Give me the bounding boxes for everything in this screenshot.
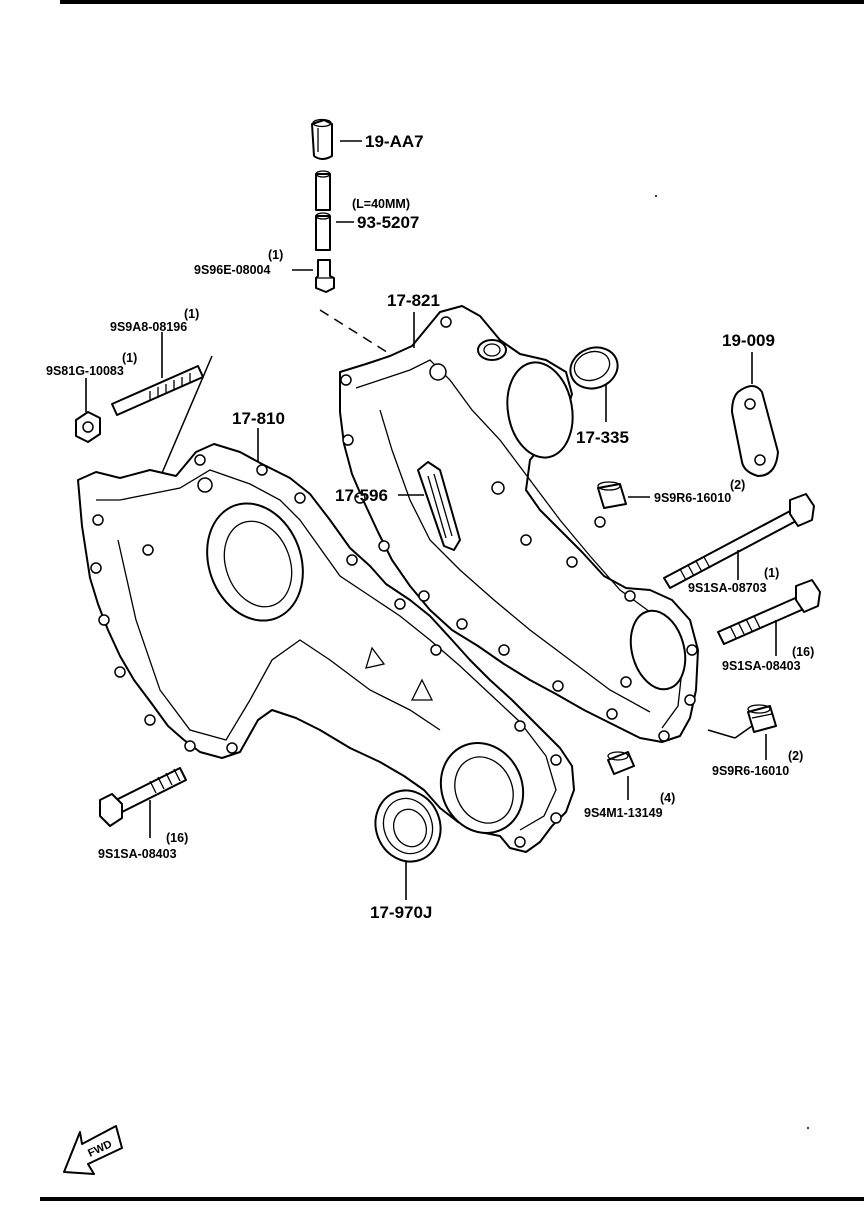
label-9s9r6-lower: 9S9R6-16010 bbox=[712, 764, 789, 778]
oil-seal-17-970j bbox=[374, 789, 442, 863]
rear-case-17-821 bbox=[339, 305, 699, 743]
label-9s1sa-08403-right-qty: (16) bbox=[792, 645, 814, 659]
plug-9s9r6-upper bbox=[597, 481, 627, 509]
plug-9s9r6-lower bbox=[747, 704, 777, 733]
label-19aa7: 19-AA7 bbox=[365, 132, 424, 151]
vent-cap-19aa7 bbox=[311, 118, 333, 160]
vent-fitting-9s96e bbox=[315, 259, 335, 293]
hose-93-5207 bbox=[315, 170, 331, 251]
label-9s9a8: 9S9A8-08196 bbox=[110, 320, 187, 334]
label-9s96e-qty: (1) bbox=[268, 248, 283, 262]
strainer-17-596 bbox=[417, 461, 461, 551]
oil-seal-17-335 bbox=[569, 346, 619, 390]
label-9s1sa-08403-right: 9S1SA-08403 bbox=[722, 659, 801, 673]
label-9s1sa-08403-left-qty: (16) bbox=[166, 831, 188, 845]
label-9s1sa-08703-qty: (1) bbox=[764, 566, 779, 580]
label-9s9r6-upper: 9S9R6-16010 bbox=[654, 491, 731, 505]
fwd-arrow-icon: FWD bbox=[63, 1125, 123, 1175]
speck-1 bbox=[655, 195, 657, 197]
label-9s96e: 9S96E-08004 bbox=[194, 263, 271, 277]
label-93-5207-note: (L=40MM) bbox=[352, 197, 410, 211]
label-9s81g-qty: (1) bbox=[122, 351, 137, 365]
label-9s9r6-upper-qty: (2) bbox=[730, 478, 745, 492]
bolt-9s1sa-08403-right bbox=[717, 579, 821, 645]
label-93-5207: 93-5207 bbox=[357, 213, 419, 232]
label-17-810: 17-810 bbox=[232, 409, 285, 428]
label-17-970j: 17-970J bbox=[370, 903, 432, 922]
label-9s1sa-08403-left: 9S1SA-08403 bbox=[98, 847, 177, 861]
label-9s4m1-qty: (4) bbox=[660, 791, 675, 805]
dowel-9s4m1 bbox=[607, 751, 635, 775]
speck-2 bbox=[807, 1127, 809, 1129]
label-9s1sa-08703: 9S1SA-08703 bbox=[688, 581, 767, 595]
plate-19-009 bbox=[731, 385, 779, 477]
label-9s81g: 9S81G-10083 bbox=[46, 364, 124, 378]
label-19-009: 19-009 bbox=[722, 331, 775, 350]
bolt-9s1sa-08403-left bbox=[99, 767, 187, 827]
nut-9s81g bbox=[75, 411, 101, 443]
label-9s9r6-lower-qty: (2) bbox=[788, 749, 803, 763]
label-17-821: 17-821 bbox=[387, 291, 440, 310]
front-case-17-810 bbox=[77, 443, 575, 853]
label-17-596: 17-596 bbox=[335, 486, 388, 505]
label-9s4m1: 9S4M1-13149 bbox=[584, 806, 663, 820]
label-17-335: 17-335 bbox=[576, 428, 629, 447]
bolt-9s1sa-08703 bbox=[663, 493, 815, 589]
label-9s9a8-qty: (1) bbox=[184, 307, 199, 321]
